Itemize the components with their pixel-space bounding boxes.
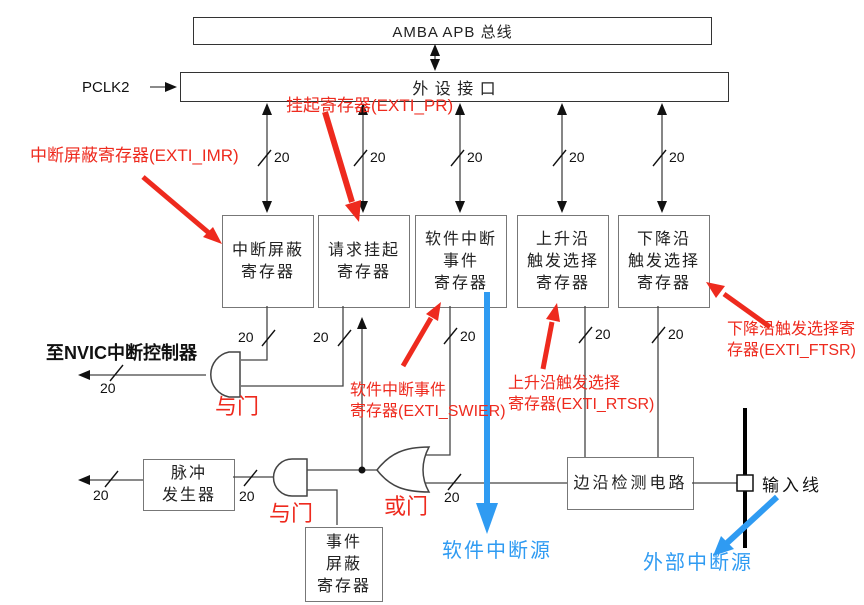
register-box-ftsr-line: 下降沿 xyxy=(636,230,691,248)
apb-bus-arrows xyxy=(262,44,667,213)
pulse-generator-box: 脉冲 发生器 xyxy=(143,459,235,511)
annotation-rtsr-line: 寄存器(EXTI_RTSR) xyxy=(508,396,655,413)
to-nvic-label: 至NVIC中断控制器 xyxy=(46,343,198,363)
register-box-imr-line: 中断屏蔽 xyxy=(231,241,304,259)
register-box-pr: 请求挂起 寄存器 xyxy=(318,215,410,308)
bus-width-label: 20 xyxy=(274,149,290,165)
edge-detect-box: 边沿检测电路 xyxy=(567,457,694,510)
register-box-swier-line: 寄存器 xyxy=(433,274,488,292)
junction-dot xyxy=(358,466,366,474)
bus-width-label: 20 xyxy=(93,487,109,503)
software-interrupt-source-label: 软件中断源 xyxy=(442,540,552,562)
register-box-pr-line: 请求挂起 xyxy=(327,241,400,259)
amba-apb-bus-bar: AMBA APB 总线 xyxy=(193,17,712,45)
annotation-ftsr-line: 下降沿触发选择寄 xyxy=(727,321,856,338)
pclk2-label: PCLK2 xyxy=(82,79,130,96)
or-gate-label: 或门 xyxy=(384,494,429,519)
annotation-pr: 挂起寄存器(EXTI_PR) xyxy=(286,96,454,115)
bus-width-label: 20 xyxy=(444,489,460,505)
bus-width-label: 20 xyxy=(313,329,329,345)
event-mask-register-box: 事件 屏蔽 寄存器 xyxy=(305,527,383,602)
bus-width-label: 20 xyxy=(668,326,684,342)
register-box-rtsr-line: 寄存器 xyxy=(535,274,590,292)
annotation-ftsr: 下降沿触发选择寄 存器(EXTI_FTSR) xyxy=(727,319,856,361)
edge-detect-label: 边沿检测电路 xyxy=(573,474,688,492)
register-box-rtsr: 上升沿 触发选择 寄存器 xyxy=(517,215,609,308)
register-box-ftsr-line: 触发选择 xyxy=(627,252,700,270)
annotation-swier-line: 寄存器(EXTI_SWIER) xyxy=(350,403,506,420)
bus-width-label: 20 xyxy=(238,329,254,345)
and-gate-event-label: 与门 xyxy=(269,501,314,526)
register-box-rtsr-line: 上升沿 xyxy=(535,230,590,248)
bus-width-label: 20 xyxy=(370,149,386,165)
annotation-imr: 中断屏蔽寄存器(EXTI_IMR) xyxy=(30,146,239,165)
annotation-arrow-imr xyxy=(141,175,211,235)
bus-width-slashes xyxy=(104,149,667,491)
bus-width-label: 20 xyxy=(100,380,116,396)
bus-width-label: 20 xyxy=(595,326,611,342)
annotation-arrow-rtsr xyxy=(540,321,555,370)
register-box-swier: 软件中断 事件 寄存器 xyxy=(415,215,507,308)
annotation-ftsr-line: 存器(EXTI_FTSR) xyxy=(727,342,856,359)
bus-width-label: 20 xyxy=(669,149,685,165)
bus-width-label: 20 xyxy=(569,149,585,165)
and-gate-nvic-label: 与门 xyxy=(215,394,260,419)
bus-width-label: 20 xyxy=(467,149,483,165)
register-box-swier-line: 软件中断 xyxy=(424,230,497,248)
register-box-ftsr: 下降沿 触发选择 寄存器 xyxy=(618,215,710,308)
annotation-rtsr: 上升沿触发选择 寄存器(EXTI_RTSR) xyxy=(508,373,654,415)
input-line-label: 输入线 xyxy=(762,476,822,495)
amba-apb-bus-label: AMBA APB 总线 xyxy=(392,23,513,41)
register-box-imr-line: 寄存器 xyxy=(240,263,295,281)
register-box-pr-line: 寄存器 xyxy=(336,263,391,281)
annotation-arrow-pr xyxy=(322,111,355,203)
and-gate-event xyxy=(272,458,308,497)
event-mask-line: 寄存器 xyxy=(316,577,371,595)
event-mask-line: 事件 xyxy=(325,533,362,551)
register-box-imr: 中断屏蔽 寄存器 xyxy=(222,215,314,308)
bus-width-label: 20 xyxy=(460,328,476,344)
annotation-rtsr-line: 上升沿触发选择 xyxy=(508,375,621,392)
pulse-generator-line: 脉冲 xyxy=(170,465,207,482)
peripheral-interface-bar: 外 设 接 口 xyxy=(180,72,729,102)
annotation-arrow-swier xyxy=(400,316,434,368)
annotation-swier-line: 软件中断事件 xyxy=(350,382,447,399)
peripheral-interface-label: 外 设 接 口 xyxy=(412,81,497,98)
annotation-arrowhead-imr xyxy=(203,227,222,244)
input-pin-square xyxy=(736,474,754,492)
annotation-swier: 软件中断事件 寄存器(EXTI_SWIER) xyxy=(350,380,506,422)
or-gate xyxy=(376,446,431,493)
external-interrupt-source-label: 外部中断源 xyxy=(643,552,753,574)
register-box-ftsr-line: 寄存器 xyxy=(636,274,691,292)
event-mask-line: 屏蔽 xyxy=(325,555,362,573)
register-box-swier-line: 事件 xyxy=(442,252,479,270)
register-box-rtsr-line: 触发选择 xyxy=(526,252,599,270)
bus-width-label: 20 xyxy=(239,488,255,504)
pulse-generator-line: 发生器 xyxy=(161,487,216,504)
